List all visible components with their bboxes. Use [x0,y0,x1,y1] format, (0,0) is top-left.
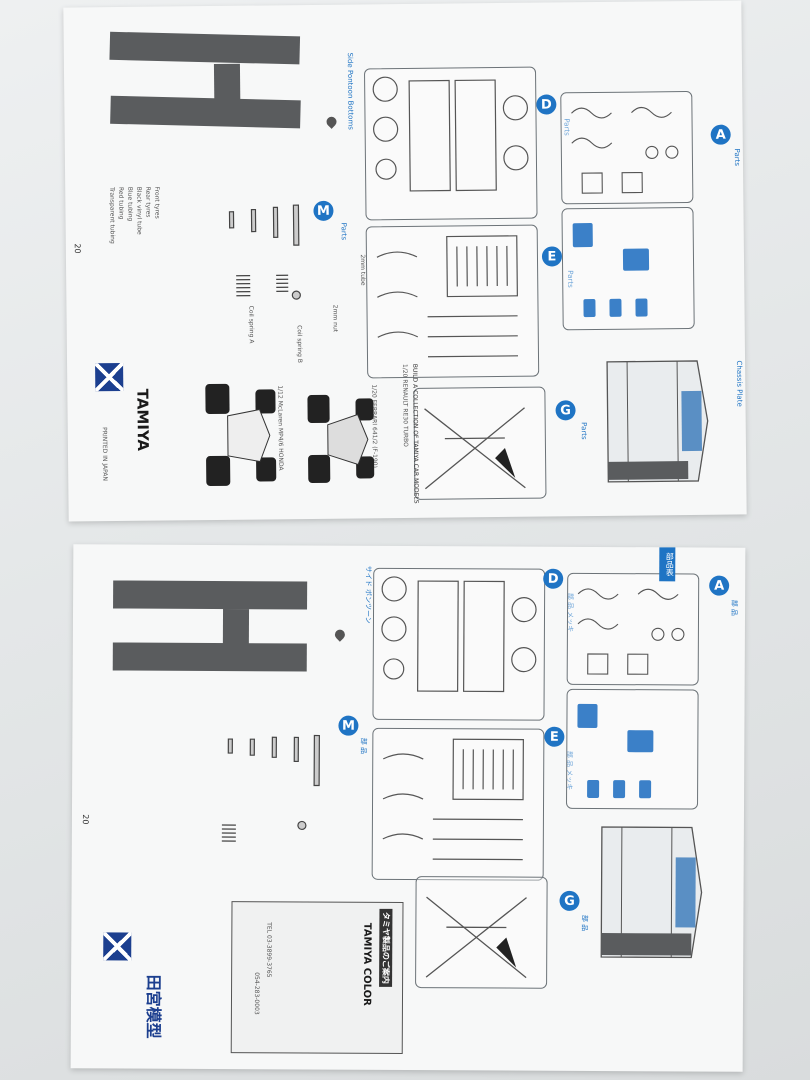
instruction-sheet-bottom: 20 サイド ポンツーン M 部 品 D 部 品 [70,544,746,1072]
side-pontoon-label: サイド ポンツーン [363,565,373,624]
car-illustration [197,375,288,496]
parts-tree-g [413,386,547,500]
section-g-badge: G [555,400,576,421]
m-part-4: Coil spring B [295,325,304,363]
instruction-sheet-top: 20 Front tyres Rear tyres Black vinyl tu… [63,0,747,522]
decal-bar [222,609,250,646]
parts-tree-a [560,90,694,205]
section-m-label: 部 品 [359,737,368,755]
section-a-label: 部 品 [730,599,739,616]
kit-note-heading: タミヤ製品のご案内 [379,908,393,987]
product-info-box: タミヤ製品のご案内 TAMIYA COLOR TEL 03-3899-3765 … [230,901,404,1054]
tubing-item: Front tyres [153,186,161,219]
tubing-item: Rear tyres [144,186,152,218]
section-a-badge: A [709,575,730,596]
model-list: BUILD A COLLECTION OF TAMIYA CAR MODELS … [399,364,420,504]
m-part-2: 2mm nut [331,304,339,333]
phone-number: TEL 03-3899-3765 [265,922,273,978]
parts-tree-e [365,224,540,379]
tubing-item: Blue tubing [126,186,134,222]
section-d-badge: D [543,568,564,589]
decal-bar [109,31,301,65]
tubing-item: Red tubing [117,186,125,220]
parts-tree-d [372,567,546,721]
tubing-item: Black vinyl tube [135,186,143,235]
parts-tree-a2 [565,688,699,810]
page-number: 20 [72,243,82,254]
screw-parts-illustration [215,195,317,346]
brand-name: 田宮模型 [143,974,164,1039]
section-d-badge: D [536,94,557,115]
brand-name: TAMIYA [133,388,152,452]
parts-tree-a [566,572,700,686]
section-a-badge: A [710,124,731,145]
section-g-label: Parts [579,422,588,440]
chassis-label: Chassis Plate [735,360,744,407]
printed-in: PRINTED IN JAPAN [100,427,109,481]
decal-bar [110,95,301,129]
section-a-label: Parts [732,148,742,167]
tubing-item: Transparent tubing [108,187,116,244]
section-m-label: Parts [339,222,348,241]
screw-parts-illustration [202,725,333,896]
paint-drop-icon [332,627,347,642]
tubing-list: Front tyres Rear tyres Black vinyl tube … [107,187,162,244]
section-g-badge: G [559,890,580,911]
tamiya-star-logo-icon [95,362,124,392]
tamiya-star-logo-icon [103,932,132,961]
car-illustration [297,384,388,495]
phone-number-2: 054-283-0003 [252,972,261,1015]
m-part-3: Coil spring A [247,305,255,344]
model-name: 1/20 RENAULT RE30 TURBO [401,363,409,447]
decal-bar [113,580,308,610]
parts-tree-e [371,727,545,881]
parts-tree-a2 [561,206,695,331]
chassis-illustration [597,351,718,492]
decal-bar [213,63,241,100]
section-e-badge: E [541,246,563,267]
section-m-badge: M [313,200,334,221]
chassis-illustration [591,817,712,968]
tamiya-color-heading: TAMIYA COLOR [360,922,373,1006]
section-e-badge: E [544,726,565,747]
section-g-label: 部 品 [580,914,589,932]
parts-tree-d [363,66,538,221]
section-m-badge: M [338,715,359,736]
paint-drop-icon [324,114,339,129]
build-collection-text: BUILD A COLLECTION OF TAMIYA CAR MODELS [411,363,420,504]
side-pontoon-label: Side Pontoon Bottoms [345,52,355,130]
decal-bar [112,642,307,672]
parts-list-tag: 部品表 [659,547,676,582]
page-number: 20 [80,814,90,825]
parts-tree-g [415,876,548,989]
